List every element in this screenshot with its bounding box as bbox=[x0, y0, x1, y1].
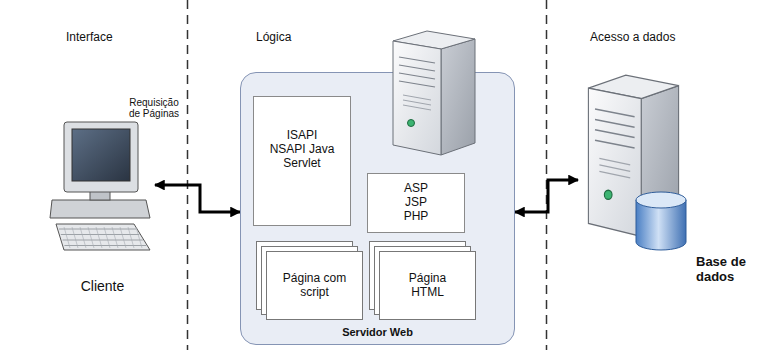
power-light bbox=[604, 190, 612, 199]
drive-bay bbox=[399, 65, 435, 71]
page-sheet bbox=[380, 252, 476, 320]
monitor-bezel bbox=[64, 122, 138, 192]
connector-arrow bbox=[155, 185, 240, 212]
node-label: Página com script bbox=[282, 272, 348, 300]
key-column bbox=[136, 227, 142, 248]
key-row bbox=[64, 245, 146, 246]
column-heading: Lógica bbox=[256, 30, 291, 44]
web-server-panel: Servidor Web ISAPI NSAPI Java ServletASP … bbox=[240, 72, 515, 345]
drive-bay bbox=[595, 109, 635, 117]
divider-line bbox=[187, 0, 189, 350]
keyboard bbox=[56, 224, 150, 250]
power-light bbox=[408, 120, 415, 127]
desktop-case bbox=[50, 200, 150, 218]
node-label: Página HTML bbox=[398, 272, 458, 300]
key-column bbox=[88, 227, 94, 248]
monitor-screen bbox=[72, 129, 130, 181]
connector-label: Requisição de Páginas bbox=[124, 97, 184, 119]
key-row bbox=[63, 240, 143, 241]
vent-line bbox=[599, 171, 630, 178]
vent-line bbox=[599, 158, 630, 165]
module-box: ISAPI NSAPI Java Servlet bbox=[253, 96, 351, 226]
server-tower bbox=[389, 27, 479, 159]
key-row bbox=[59, 229, 136, 230]
client-computer: Cliente bbox=[50, 100, 155, 300]
column-heading: Interface bbox=[66, 30, 113, 44]
node-label: Cliente bbox=[50, 278, 155, 294]
vent-line bbox=[403, 100, 431, 105]
node-label: ASP JSP PHP bbox=[404, 182, 429, 223]
key-column bbox=[104, 227, 110, 248]
vent-line bbox=[403, 105, 431, 110]
drive-bay bbox=[399, 57, 435, 63]
key-column bbox=[120, 227, 126, 248]
key-column bbox=[112, 227, 118, 248]
panel-title: Servidor Web bbox=[241, 326, 514, 339]
key-column bbox=[128, 227, 134, 248]
key-row bbox=[61, 234, 140, 235]
page-stack: Página com script bbox=[256, 241, 364, 321]
drive-bay bbox=[595, 119, 635, 127]
node-label: Base de dados bbox=[696, 255, 758, 285]
drive-bay bbox=[399, 73, 435, 79]
divider-line bbox=[546, 0, 548, 350]
connector-arrow bbox=[515, 180, 578, 212]
key-column bbox=[80, 227, 86, 248]
tower-side bbox=[441, 39, 475, 155]
page-stack: Página HTML bbox=[369, 241, 477, 321]
column-heading: Acesso a dados bbox=[590, 30, 675, 44]
vent-line bbox=[403, 95, 431, 100]
module-box: ASP JSP PHP bbox=[367, 173, 465, 233]
tower-front bbox=[588, 88, 641, 236]
database-server: Base de dados bbox=[578, 62, 760, 292]
vent-line bbox=[599, 165, 630, 172]
page-sheet bbox=[267, 252, 363, 320]
computer-icon bbox=[50, 100, 155, 270]
key-column bbox=[64, 227, 70, 248]
drive-bay bbox=[399, 81, 435, 87]
key-column bbox=[72, 227, 78, 248]
database-top bbox=[636, 192, 686, 208]
key-column bbox=[96, 227, 102, 248]
drive-bay bbox=[595, 140, 635, 148]
tower-front bbox=[393, 41, 441, 155]
node-label: ISAPI NSAPI Java Servlet bbox=[268, 129, 336, 170]
drive-bay bbox=[595, 130, 635, 138]
